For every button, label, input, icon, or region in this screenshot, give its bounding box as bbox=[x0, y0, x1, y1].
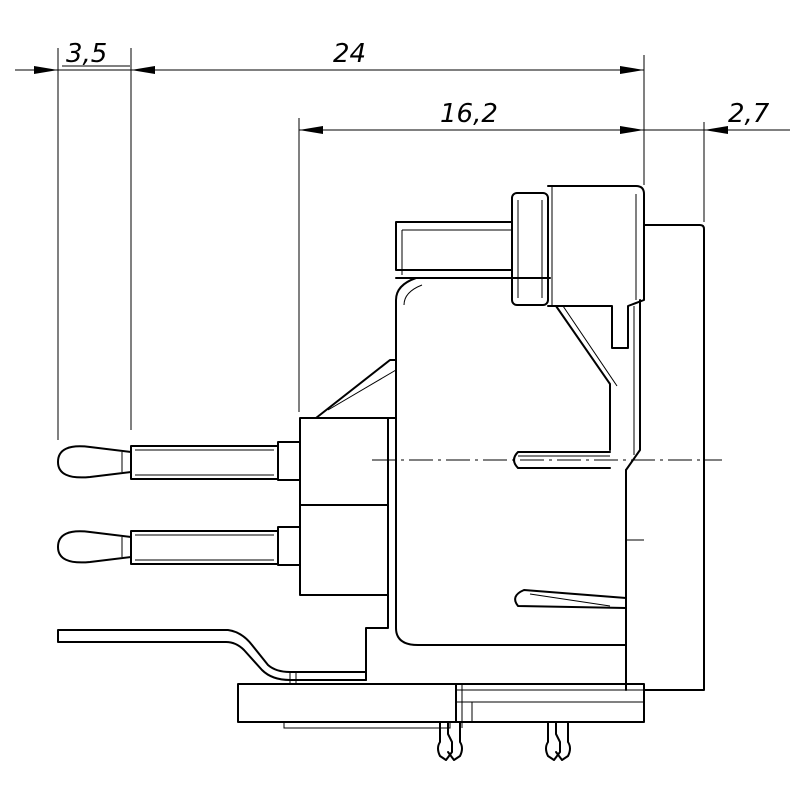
base-plate-right bbox=[455, 683, 645, 723]
rear-block-chamfer bbox=[315, 359, 397, 419]
pin-shaft bbox=[130, 445, 279, 480]
ground-tab bbox=[57, 629, 367, 681]
arrowhead bbox=[620, 66, 644, 74]
housing-fillet bbox=[403, 284, 423, 306]
pin-tip bbox=[57, 530, 132, 564]
contact-lower bbox=[514, 589, 627, 609]
latch-sleeve bbox=[511, 185, 645, 471]
arrowhead bbox=[620, 126, 644, 134]
dimension-label-pin-offset: 3,5 bbox=[66, 39, 107, 69]
clip-leg bbox=[545, 721, 561, 761]
latch-right-wall bbox=[625, 299, 641, 471]
clip-leg bbox=[555, 721, 571, 761]
rear-block-chamfer-inner bbox=[327, 369, 397, 411]
latch-arm bbox=[555, 305, 611, 451]
housing-top-rail bbox=[395, 221, 513, 271]
pin-lower bbox=[57, 526, 301, 566]
housing-body-outline bbox=[395, 277, 627, 646]
arrowhead bbox=[704, 126, 728, 134]
dimension-label-body-depth: 16,2 bbox=[440, 99, 498, 129]
sleeve-ring bbox=[511, 192, 549, 306]
pin-tip bbox=[57, 445, 132, 479]
base-plate-left bbox=[237, 683, 457, 723]
mounting-clip-left bbox=[437, 721, 463, 761]
rear-block-lower-step bbox=[365, 594, 389, 681]
pin-shaft bbox=[130, 530, 279, 565]
base-plate-underside bbox=[283, 722, 451, 729]
dimension-label-overall-length: 24 bbox=[333, 39, 366, 69]
base-plate bbox=[237, 672, 645, 729]
dimension-overall: 3,5 24 bbox=[15, 39, 645, 440]
pin-collar bbox=[277, 526, 301, 566]
housing bbox=[395, 221, 644, 691]
internal-contacts bbox=[513, 451, 627, 609]
rear-block bbox=[299, 359, 397, 681]
front-flange bbox=[643, 224, 705, 691]
ground-tab-outline bbox=[57, 629, 367, 681]
clip-leg bbox=[447, 721, 463, 761]
flange-outline bbox=[643, 224, 705, 691]
pin-collar bbox=[277, 441, 301, 481]
arrowhead bbox=[34, 66, 58, 74]
mounting-clip-right bbox=[545, 721, 571, 761]
contact-lower-line bbox=[529, 593, 611, 607]
rear-block-outline bbox=[299, 417, 389, 596]
clip-leg bbox=[437, 721, 453, 761]
latch-arm-edge bbox=[562, 305, 618, 387]
arrowhead bbox=[299, 126, 323, 134]
arrowhead bbox=[131, 66, 155, 74]
sleeve-body bbox=[547, 185, 645, 349]
dimension-body: 16,2 2,7 bbox=[298, 99, 790, 412]
tab-weld bbox=[289, 672, 297, 684]
pin-upper bbox=[57, 441, 301, 481]
dimension-label-flange-thickness: 2,7 bbox=[728, 99, 770, 129]
